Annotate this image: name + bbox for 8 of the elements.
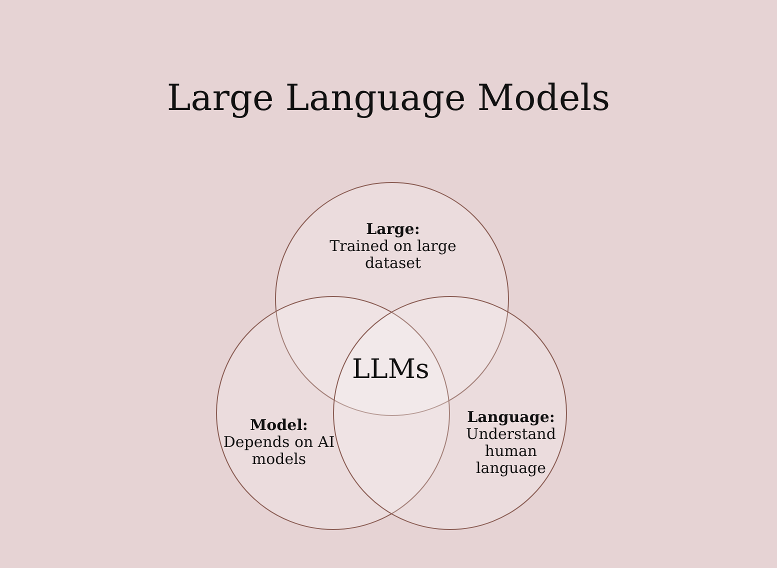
circle-description: Depends on AI models bbox=[222, 434, 336, 468]
circle-heading: Language: bbox=[466, 409, 556, 426]
circle-heading: Large: bbox=[365, 221, 421, 238]
title: Large Language Models bbox=[166, 78, 612, 119]
center-label: LLMs bbox=[352, 354, 430, 385]
circle-description: Understand human language bbox=[465, 426, 557, 477]
circle-description: Trained on large dataset bbox=[328, 238, 458, 272]
circle-heading: Model: bbox=[249, 417, 309, 434]
